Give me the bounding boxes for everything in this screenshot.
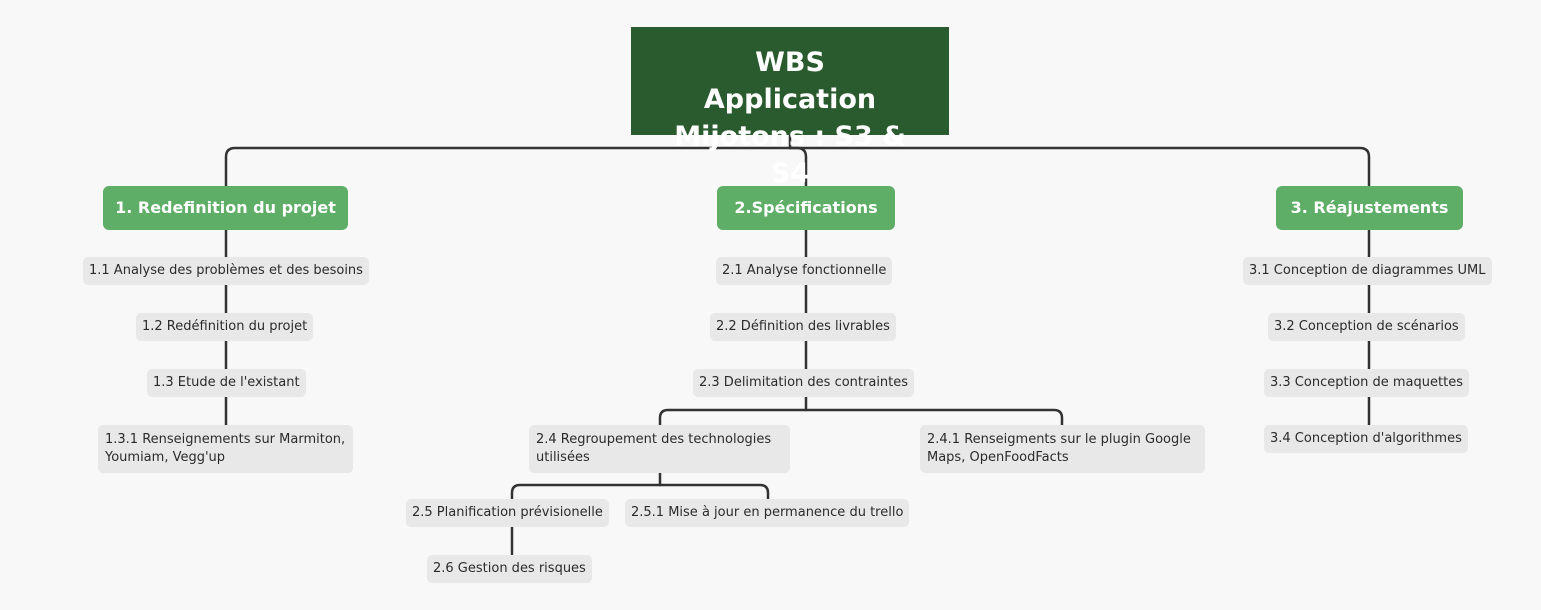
branch-3-reajustements[interactable]: 3. Réajustements	[1276, 186, 1463, 230]
node-3-3[interactable]: 3.3 Conception de maquettes	[1264, 369, 1469, 397]
node-1-1[interactable]: 1.1 Analyse des problèmes et des besoins	[83, 257, 369, 285]
root-title[interactable]: WBS Application Mijotons : S3 & S4	[631, 27, 949, 189]
connector-2-3-split-right	[804, 408, 1064, 427]
node-3-1[interactable]: 3.1 Conception de diagrammes UML	[1243, 257, 1492, 285]
node-2-6[interactable]: 2.6 Gestion des risques	[427, 555, 592, 583]
node-2-3[interactable]: 2.3 Delimitation des contraintes	[693, 369, 915, 397]
node-2-4-1[interactable]: 2.4.1 Renseigments sur le plugin Google …	[920, 425, 1205, 473]
connector-root-to-branch-1	[224, 146, 792, 188]
node-1-3[interactable]: 1.3 Etude de l'existant	[147, 369, 306, 397]
node-2-5-1[interactable]: 2.5.1 Mise à jour en permanence du trell…	[625, 499, 910, 527]
node-2-4[interactable]: 2.4 Regroupement des technologies utilis…	[529, 425, 790, 473]
node-3-2[interactable]: 3.2 Conception de scénarios	[1268, 313, 1465, 341]
node-2-1[interactable]: 2.1 Analyse fonctionnelle	[716, 257, 893, 285]
node-1-3-1[interactable]: 1.3.1 Renseignements sur Marmiton, Youmi…	[98, 425, 353, 473]
connector-2-3-split	[658, 408, 808, 427]
branch-2-specifications[interactable]: 2.Spécifications	[717, 186, 895, 230]
node-1-2[interactable]: 1.2 Redéfinition du projet	[136, 313, 314, 341]
node-2-5[interactable]: 2.5 Planification prévisionelle	[406, 499, 609, 527]
node-2-2[interactable]: 2.2 Définition des livrables	[710, 313, 896, 341]
connector-2-4-split-right	[658, 483, 770, 501]
connector-2-4-split-left	[510, 483, 662, 501]
connector-root-to-branch-3	[788, 146, 1371, 188]
branch-1-redefinition[interactable]: 1. Redefinition du projet	[103, 186, 348, 230]
node-3-4[interactable]: 3.4 Conception d'algorithmes	[1264, 425, 1468, 453]
